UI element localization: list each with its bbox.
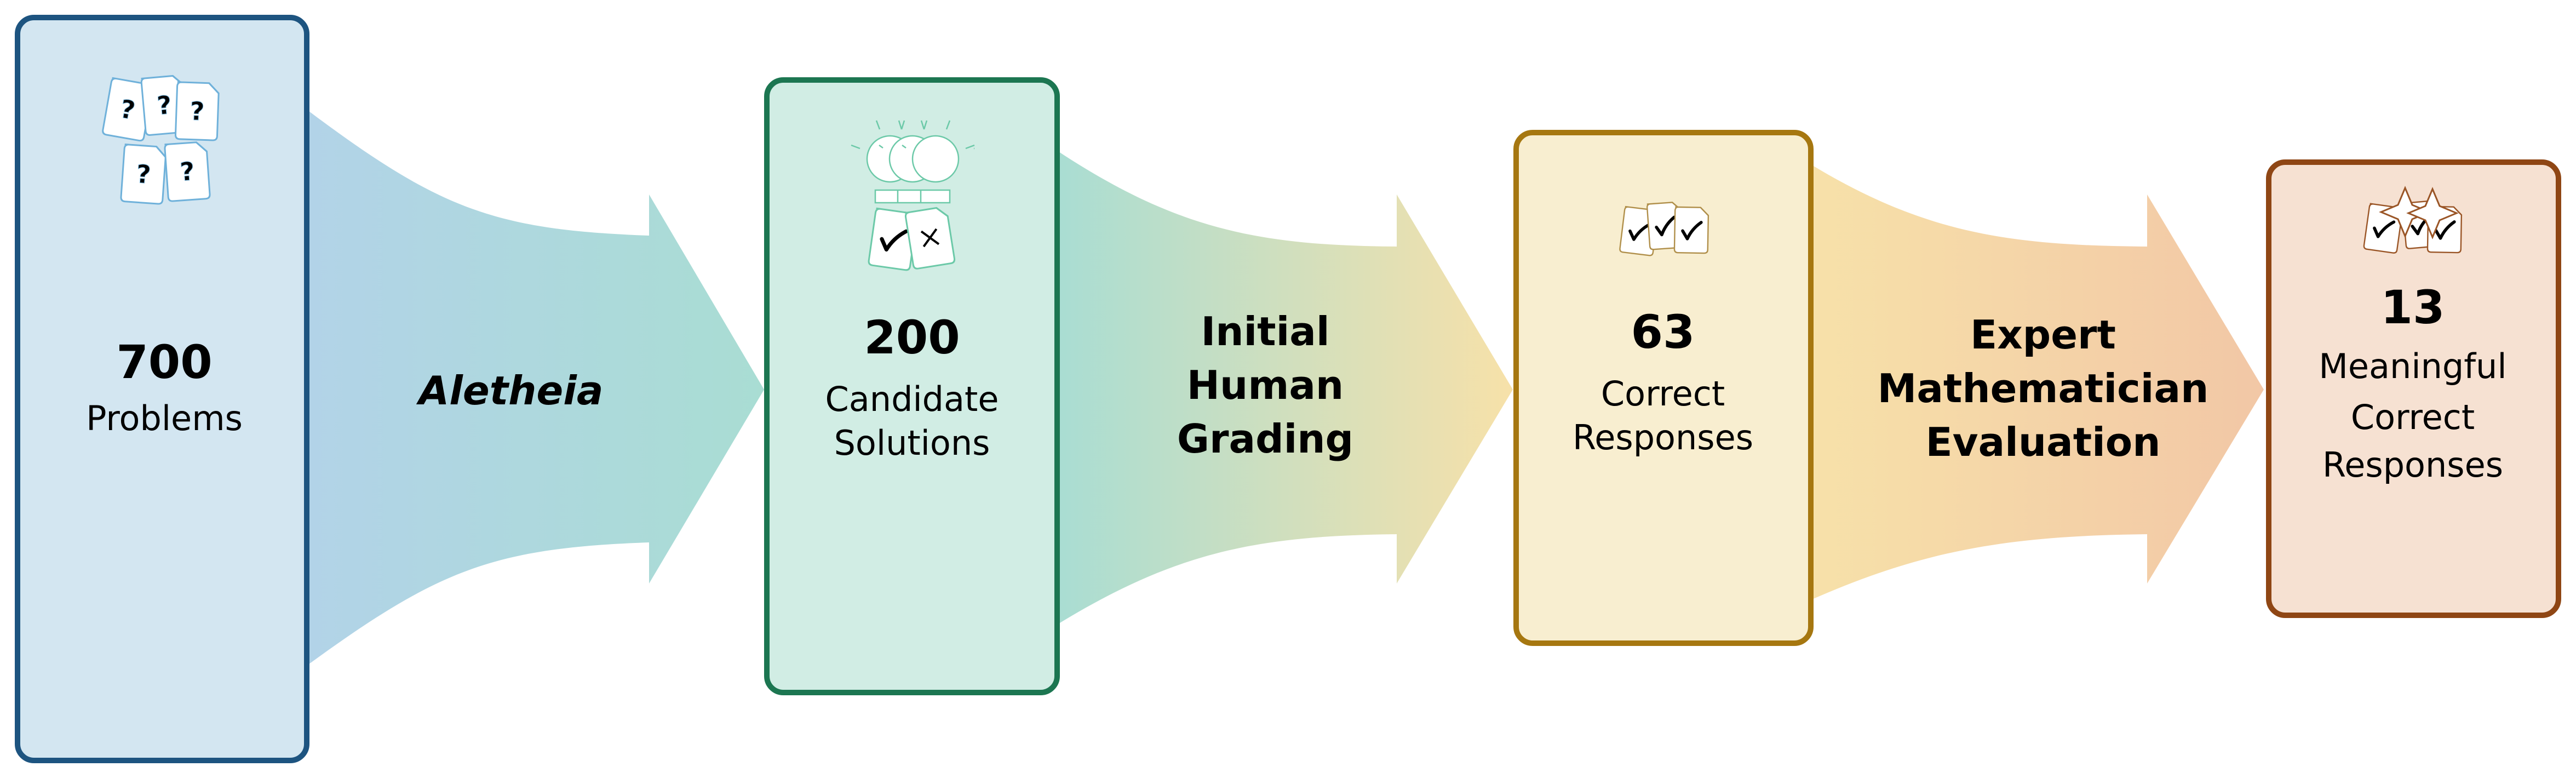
stage-label: Candidate	[825, 379, 999, 419]
arrow-label-line: Initial	[1201, 308, 1329, 354]
arrow-label-aletheia: Aletheia	[416, 368, 603, 414]
card-glyph: ?	[135, 159, 152, 190]
stage-label: Responses	[2322, 445, 2503, 485]
arrow-label-line: Mathematician	[1878, 365, 2209, 411]
idea-bulbs-graded-cards-icon	[851, 120, 975, 272]
stage-correct-responses: 63 Correct Responses	[1513, 130, 1814, 646]
card-glyph: ?	[156, 90, 173, 121]
checked-cards-icon	[1619, 201, 1709, 257]
flow-arrow-2	[1057, 151, 1513, 625]
stage-count: 63	[1631, 305, 1695, 359]
arrow-label-line: Grading	[1177, 416, 1353, 462]
stage-meaningful-responses: 13 Meaningful Correct Responses	[2266, 159, 2561, 618]
stage-label: Correct	[2351, 397, 2475, 437]
stage-count: 200	[864, 311, 960, 364]
arrow-label-line: Evaluation	[1925, 419, 2160, 465]
flow-arrow-1	[307, 110, 764, 666]
stage-problems: ? ? ? ? ? 700 Problems	[15, 15, 309, 763]
stage-label: Meaningful	[2319, 346, 2506, 386]
arrow-label-expert-evaluation: Expert Mathematician Evaluation	[1878, 312, 2209, 465]
arrow-label-line: Expert	[1970, 312, 2116, 358]
card-glyph: ?	[190, 96, 205, 127]
question-cards-icon: ? ? ? ? ?	[101, 74, 220, 205]
stage-count: 700	[116, 335, 212, 389]
stage-label: Correct	[1601, 374, 1725, 414]
flow-arrow-3	[1811, 164, 2264, 600]
stage-label: Problems	[86, 398, 243, 438]
stage-label: Responses	[1573, 417, 1753, 457]
arrow-label-initial-human-grading: Initial Human Grading	[1177, 308, 1353, 462]
card-glyph: ?	[179, 156, 196, 187]
stage-count: 13	[2381, 281, 2445, 334]
arrow-label-line: Human	[1187, 362, 1344, 408]
stage-label: Solutions	[834, 423, 990, 463]
stage-candidate-solutions: 200 Candidate Solutions	[764, 77, 1060, 695]
